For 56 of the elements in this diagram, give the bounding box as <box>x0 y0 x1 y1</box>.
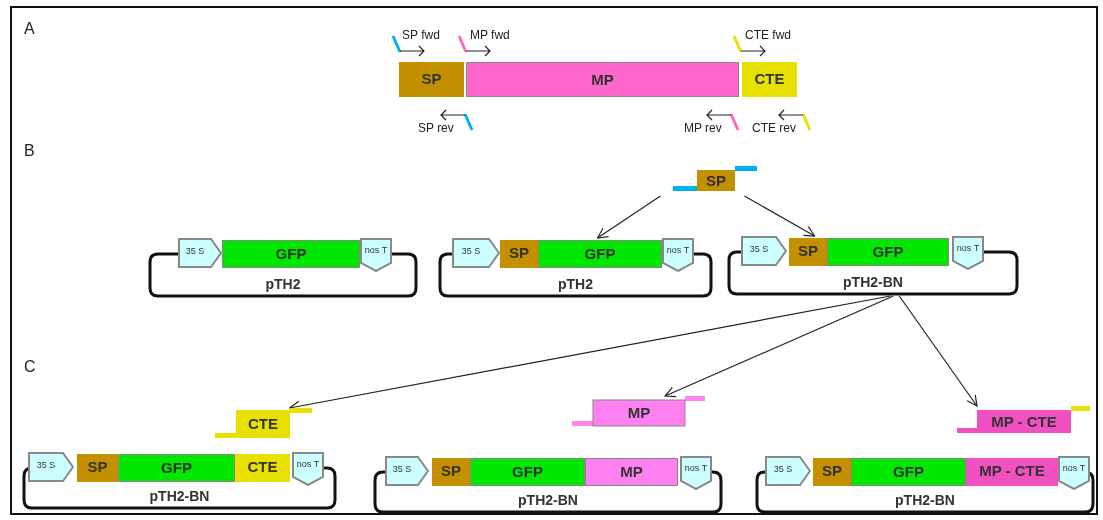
section-letter: B <box>24 142 35 160</box>
arrow <box>743 195 816 237</box>
part-label: 35 S <box>460 246 482 256</box>
arrow <box>898 295 978 407</box>
primer-name: CTE rev <box>752 121 796 135</box>
part-label: nos T <box>1061 463 1087 473</box>
gene-segment: MP <box>466 62 739 97</box>
gene-block: GFP <box>851 458 966 486</box>
gene-block: CTE <box>235 454 290 482</box>
part-label: 35 S <box>391 464 413 474</box>
fragment-label: SP <box>705 171 727 189</box>
section-letter: A <box>24 20 35 38</box>
part-label: nos T <box>363 245 389 255</box>
gene-block: SP <box>813 458 851 486</box>
primer-name: CTE fwd <box>745 28 791 42</box>
primer-name: SP rev <box>418 121 454 135</box>
gene-block: SP <box>500 240 538 268</box>
part-label: nos T <box>295 459 321 469</box>
part-label: nos T <box>665 245 691 255</box>
arrow <box>596 195 661 239</box>
gene-block: GFP <box>222 240 360 268</box>
section-letter: C <box>24 358 36 376</box>
primer-name: SP fwd <box>402 28 440 42</box>
plasmid-name: pTH2-BN <box>894 492 956 508</box>
fragment-label: MP <box>626 404 652 421</box>
primer-name: MP rev <box>684 121 722 135</box>
fragment-label: CTE <box>247 415 279 432</box>
part-label: nos T <box>955 243 981 253</box>
plasmid-name: pTH2-BN <box>842 274 904 290</box>
part-label: 35 S <box>35 460 57 470</box>
gene-block: GFP <box>538 240 662 268</box>
plasmid-name: pTH2 <box>557 276 594 292</box>
plasmid-backbone <box>373 470 723 514</box>
plasmid-name: pTH2-BN <box>148 488 211 504</box>
gene-block: GFP <box>827 238 949 266</box>
arrow <box>664 295 895 398</box>
primer-name: MP fwd <box>470 28 510 42</box>
gene-segment: SP <box>399 62 464 97</box>
gene-block: SP <box>77 454 118 482</box>
plasmid-backbone <box>148 252 418 298</box>
arrow <box>289 295 892 412</box>
part-label: 35 S <box>748 244 770 254</box>
gene-block: MP - CTE <box>966 458 1058 486</box>
part-label: 35 S <box>184 246 206 256</box>
gene-block: GFP <box>470 458 585 486</box>
gene-block: SP <box>432 458 470 486</box>
part-label: nos T <box>683 463 709 473</box>
plasmid-backbone <box>727 250 1019 296</box>
gene-block: MP <box>585 458 678 486</box>
plasmid-name: pTH2 <box>264 276 302 292</box>
gene-block: GFP <box>118 454 235 482</box>
plasmid-name: pTH2-BN <box>517 492 579 508</box>
gene-segment: CTE <box>742 62 797 97</box>
fragment-label: MP - CTE <box>990 412 1058 430</box>
part-label: 35 S <box>772 464 794 474</box>
gene-block: SP <box>789 238 827 266</box>
